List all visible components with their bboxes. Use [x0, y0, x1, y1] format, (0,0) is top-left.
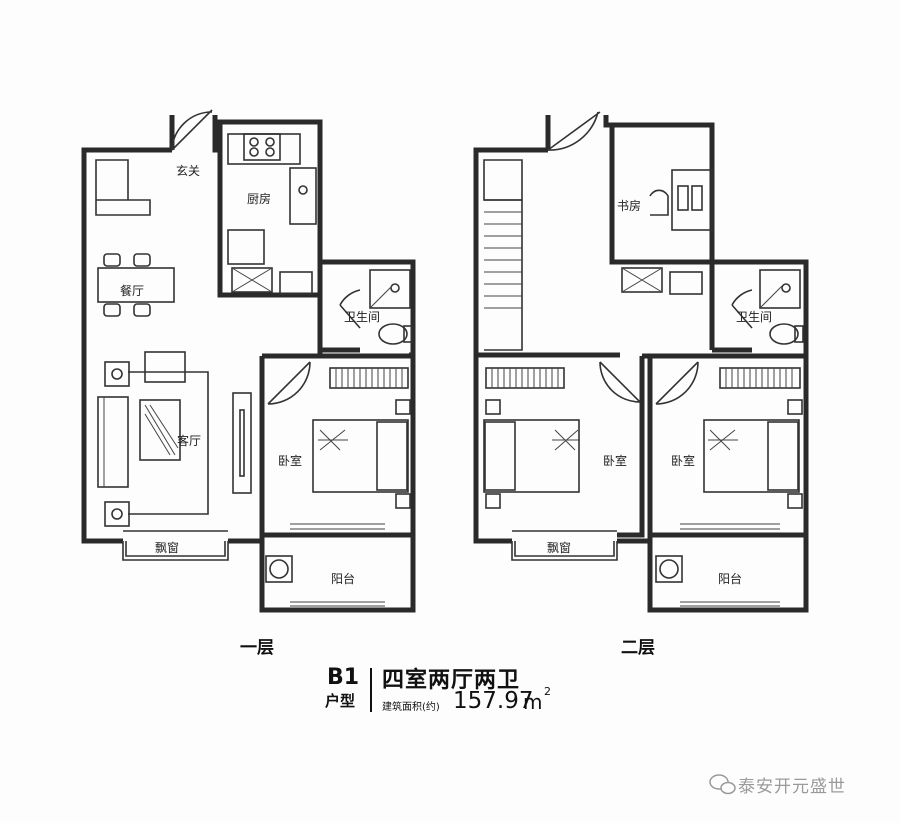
wechat-icon: [709, 774, 736, 795]
area-unit: m: [523, 690, 543, 714]
floor1-washbasin-icon: [279, 271, 313, 295]
floor1-washer-icon: [265, 555, 293, 583]
floor2-bedroom-b-door: [655, 361, 699, 405]
room-label-bedroom: 卧室: [278, 454, 303, 468]
room-label-dining: 餐厅: [120, 284, 145, 298]
study-desk-icon: [671, 169, 713, 231]
floor1-wardrobe-icon: [329, 367, 409, 389]
study-chair-icon: [649, 189, 669, 216]
armchair-icon: [144, 351, 186, 383]
floor2-bath-door: [731, 289, 753, 329]
floor2-balcony-walls: [647, 535, 809, 613]
stove-icon: [243, 133, 281, 161]
room-label-kitchen: 厨房: [247, 192, 272, 206]
floor1-kitchen-walls: [217, 150, 323, 330]
floor1-bedroom-door: [267, 361, 311, 405]
area-unit-superscript: 2: [544, 685, 551, 698]
area-value: 157.97: [453, 688, 534, 714]
floor2-wardrobe-b-icon: [719, 367, 801, 389]
room-label-bathroom-2: 卫生间: [736, 310, 773, 324]
floor2-study-walls: [609, 125, 715, 350]
floor1-label: 一层: [240, 638, 274, 658]
floor2-bed-b-icon: [703, 419, 800, 493]
floor1-entry-door: [171, 109, 213, 151]
floor2-bed-a-icon: [483, 419, 580, 493]
floor1-nightstand-bottom: [395, 493, 411, 509]
floor2-label: 二层: [621, 638, 655, 658]
floor1-nightstand-top: [395, 399, 411, 415]
kitchen-cabinet: [227, 229, 265, 265]
room-label-entrance: 玄关: [176, 164, 201, 178]
floor2-shower-icon: [759, 269, 801, 309]
floor2-staircase-icon: [483, 159, 523, 351]
room-label-bathroom: 卫生间: [344, 310, 381, 324]
floor1-lamp-icon-top: [104, 361, 130, 387]
floor2-bay-window: [511, 530, 618, 561]
floor2-cabinet-icon: [621, 267, 663, 293]
floor2-wardrobe-a-icon: [485, 367, 565, 389]
room-label-bedroom-b: 卧室: [671, 454, 696, 468]
area-label: 建筑面积(约): [382, 702, 440, 713]
room-label-study: 书房: [617, 199, 642, 213]
room-label-living: 客厅: [177, 434, 202, 448]
floor1-shower-icon: [369, 269, 411, 309]
floor2-bedroom-a-door: [599, 361, 641, 403]
floor1-toilet-icon: [378, 323, 408, 345]
watermark-text: 泰安开元盛世: [738, 777, 846, 797]
sofa-icon: [97, 396, 129, 488]
room-label-bedroom-a: 卧室: [603, 454, 628, 468]
unit-divider: [370, 668, 372, 712]
dining-table-icon: [97, 267, 175, 303]
floor2-bedroom-a-walls: [473, 355, 645, 541]
room-label-balcony: 阳台: [331, 572, 356, 586]
floor2-washbasin-icon: [669, 271, 703, 295]
kitchen-sink-icon: [289, 167, 317, 225]
floor1-bed-icon: [312, 419, 409, 493]
floor1-bath-walls: [262, 262, 416, 538]
floor2-toilet-icon: [769, 323, 799, 345]
unit-type-label: 户型: [325, 692, 356, 710]
floor1-plan: [81, 109, 416, 613]
fridge-box-icon: [231, 267, 273, 293]
floor1-lamp-icon-bottom: [104, 501, 130, 527]
floor1-bath-door: [339, 289, 361, 329]
floor1-stair-block: [95, 159, 151, 216]
floor1-bay-window: [122, 530, 229, 561]
room-label-bay-window: 飘窗: [155, 541, 180, 555]
coffee-table-icon: [139, 399, 181, 461]
floor2-plan: [473, 111, 809, 613]
room-label-balcony-2: 阳台: [718, 572, 743, 586]
floor2-bath-walls: [476, 347, 809, 538]
floor1-balcony-walls: [259, 535, 416, 613]
room-label-bay-window-2: 飘窗: [547, 541, 572, 555]
floor2-washer-icon: [655, 555, 683, 583]
kitchen-counter-top: [227, 133, 301, 165]
unit-title: 四室两厅两卫: [382, 668, 521, 693]
tv-cabinet-icon: [232, 392, 252, 494]
unit-code: B1: [327, 665, 360, 690]
floor1-outer-walls: [81, 147, 265, 544]
floor2-entry-door: [547, 111, 601, 151]
